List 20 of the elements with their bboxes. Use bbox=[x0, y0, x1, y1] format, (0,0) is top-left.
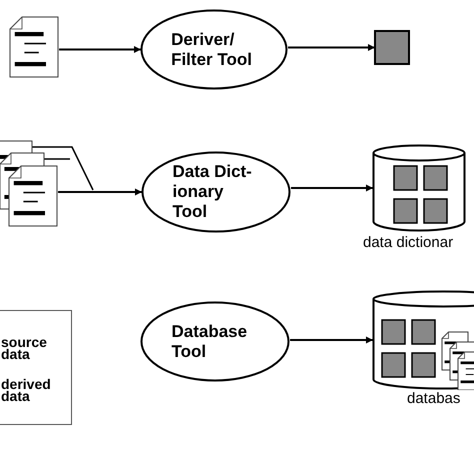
tool-ellipse bbox=[140, 301, 290, 382]
database-cylinder bbox=[372, 290, 474, 390]
tool-ellipse bbox=[141, 151, 291, 233]
document-stack-icon bbox=[0, 139, 58, 227]
arrow bbox=[290, 336, 373, 344]
arrow bbox=[291, 184, 373, 192]
tool-label: Data Dict- ionary Tool bbox=[172, 162, 253, 222]
legend-label: source data bbox=[1, 336, 48, 360]
arrow bbox=[59, 46, 141, 53]
database-cylinder bbox=[372, 144, 466, 232]
document-icon bbox=[9, 16, 59, 78]
data-square bbox=[374, 30, 410, 65]
arrow bbox=[58, 188, 142, 196]
tool-label: Deriver/ Filter Tool bbox=[171, 30, 253, 70]
tool-label: Database Tool bbox=[172, 322, 248, 362]
arrow bbox=[288, 44, 375, 51]
tool-ellipse bbox=[140, 9, 288, 90]
storage-caption: data dictionar bbox=[363, 234, 454, 251]
storage-caption: databas bbox=[407, 390, 460, 407]
legend-label: derived data bbox=[1, 378, 52, 402]
